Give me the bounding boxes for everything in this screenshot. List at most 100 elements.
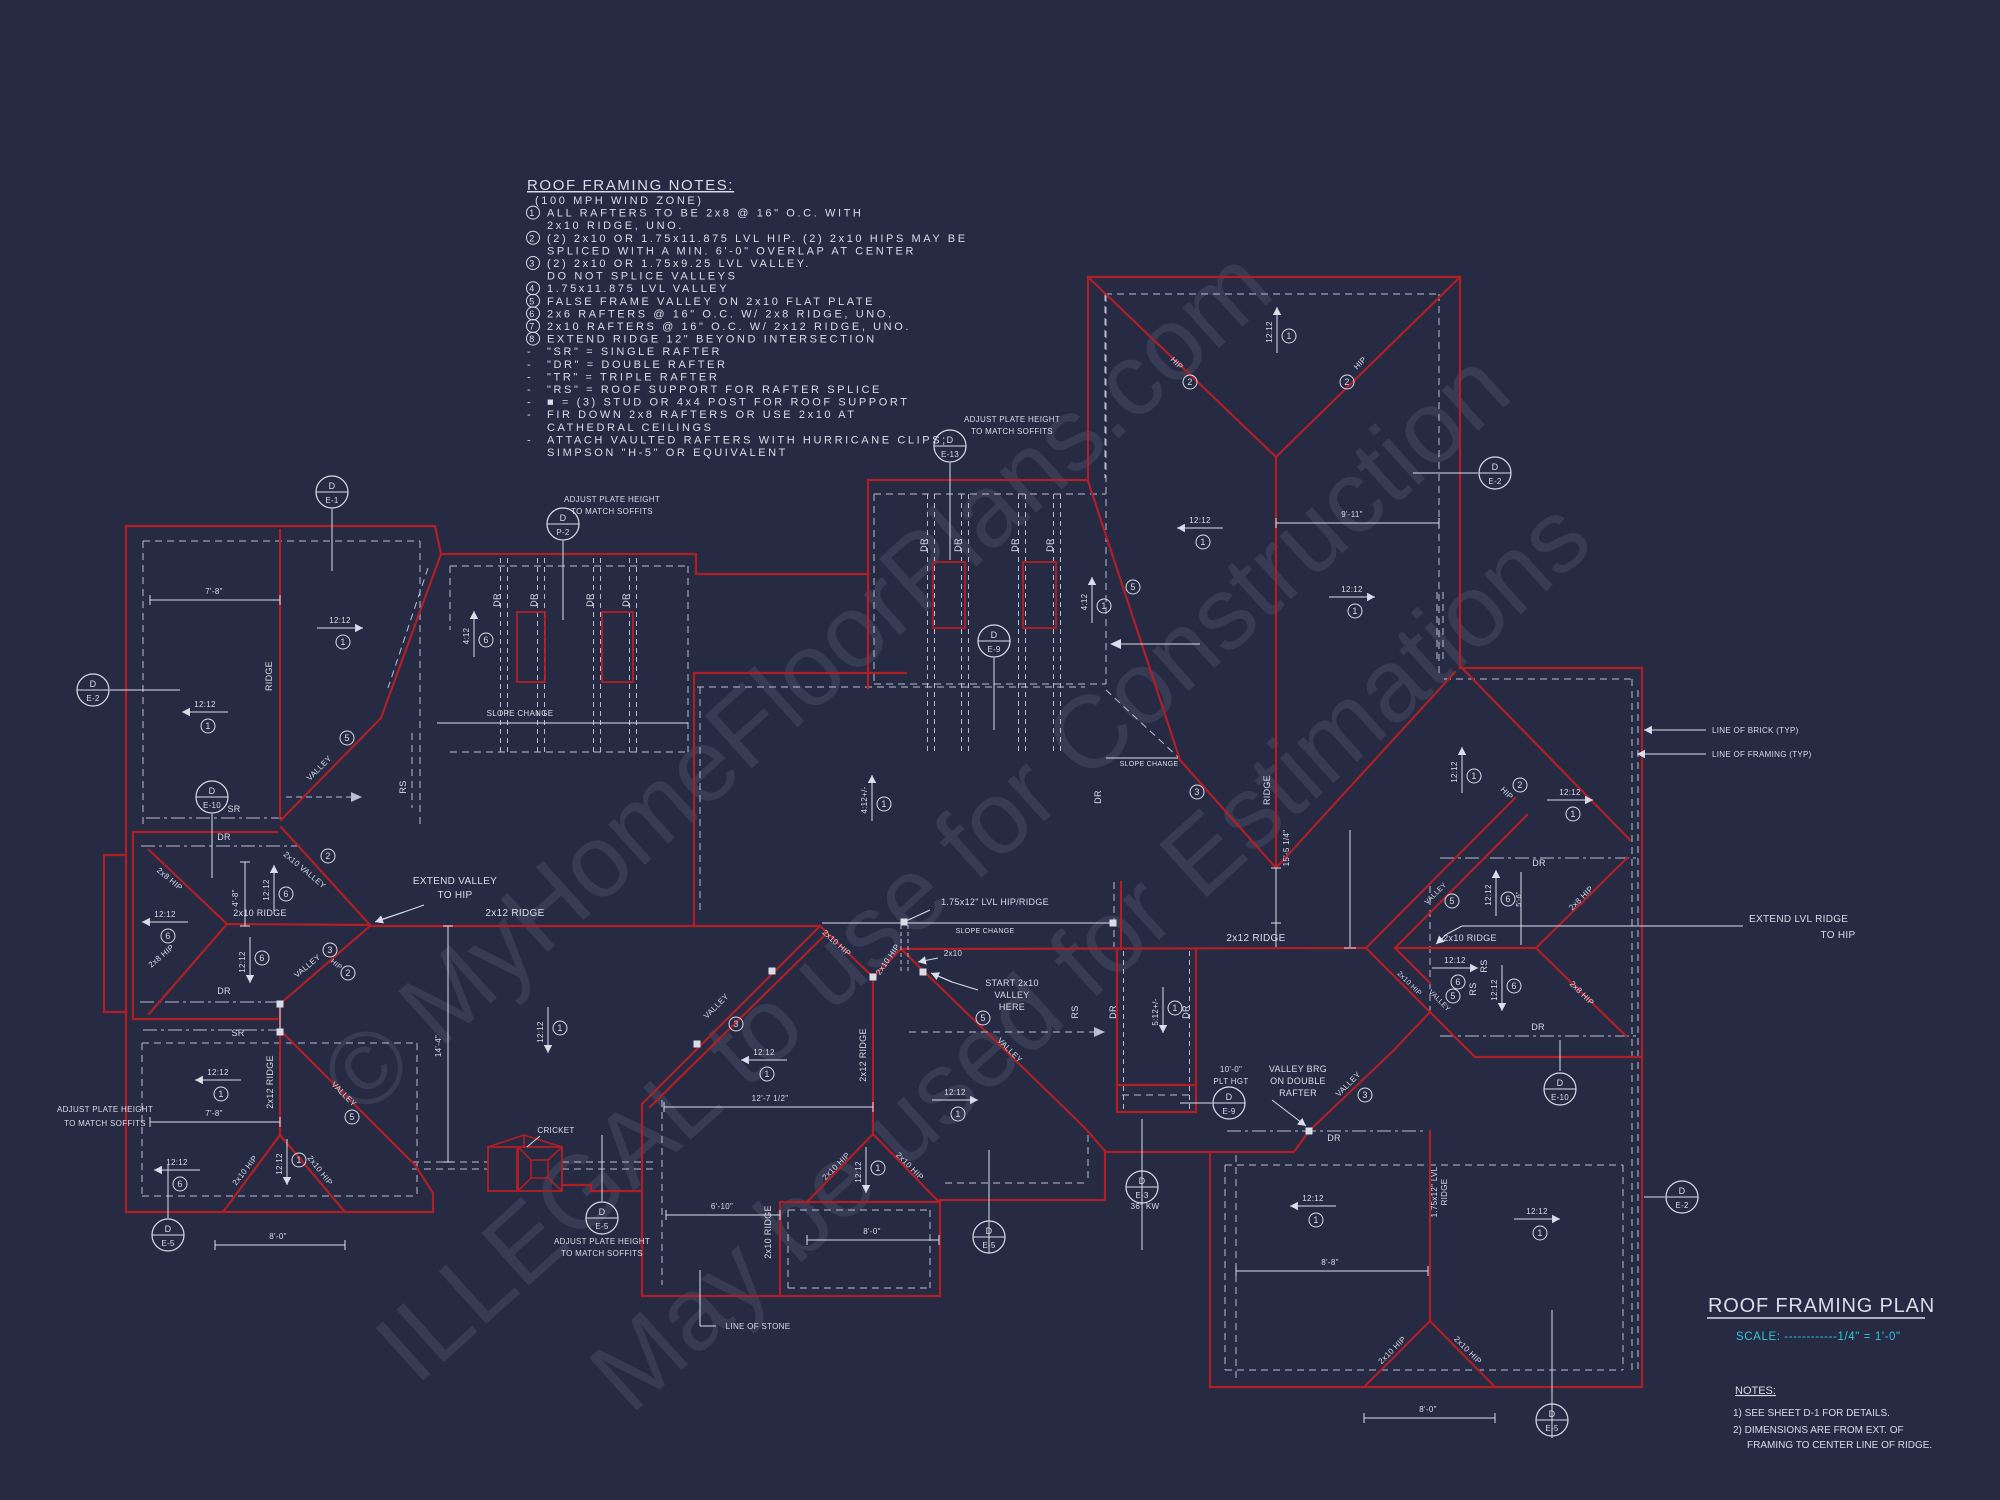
svg-text:2x6 RAFTERS @ 16" O.C. W/ 2x8: 2x6 RAFTERS @ 16" O.C. W/ 2x8 RIDGE, UNO… bbox=[547, 308, 894, 320]
svg-text:LINE OF BRICK (TYP): LINE OF BRICK (TYP) bbox=[1712, 726, 1799, 735]
svg-text:1: 1 bbox=[205, 721, 210, 731]
svg-text:D: D bbox=[329, 481, 336, 491]
svg-text:SR: SR bbox=[231, 1028, 244, 1038]
svg-text:3: 3 bbox=[327, 945, 332, 955]
svg-text:-: - bbox=[527, 397, 533, 409]
svg-text:■ = (3) STUD OR 4x4 POST FOR: ■ = (3) STUD OR 4x4 POST FOR ROOF SUPPOR… bbox=[547, 397, 910, 409]
svg-text:2x12 RIDGE: 2x12 RIDGE bbox=[1226, 933, 1285, 944]
svg-text:12:12: 12:12 bbox=[154, 910, 176, 919]
svg-text:4: 4 bbox=[529, 284, 537, 294]
svg-text:2: 2 bbox=[1344, 377, 1349, 387]
svg-text:6: 6 bbox=[259, 953, 264, 963]
svg-text:DR: DR bbox=[492, 593, 502, 607]
svg-text:5'-6": 5'-6" bbox=[1516, 891, 1523, 907]
svg-text:E-13: E-13 bbox=[941, 450, 959, 459]
svg-text:8'-0": 8'-0" bbox=[863, 1227, 880, 1236]
svg-text:5: 5 bbox=[349, 1112, 354, 1122]
svg-text:1: 1 bbox=[875, 1163, 880, 1173]
svg-text:E-5: E-5 bbox=[161, 1239, 175, 1248]
svg-text:ADJUST PLATE HEIGHT: ADJUST PLATE HEIGHT bbox=[964, 415, 1060, 424]
svg-text:3: 3 bbox=[1362, 1090, 1367, 1100]
svg-text:START 2x10: START 2x10 bbox=[985, 978, 1039, 988]
svg-text:1: 1 bbox=[557, 1023, 562, 1033]
svg-text:12'-7 1/2": 12'-7 1/2" bbox=[752, 1094, 789, 1103]
svg-text:5:12+/-: 5:12+/- bbox=[1151, 998, 1160, 1025]
svg-text:VALLEY: VALLEY bbox=[994, 990, 1029, 1000]
svg-text:12:12: 12:12 bbox=[1559, 788, 1581, 797]
svg-text:12:12: 12:12 bbox=[1450, 761, 1459, 783]
svg-text:1: 1 bbox=[764, 1069, 769, 1079]
svg-text:RIDGE: RIDGE bbox=[1440, 1179, 1449, 1206]
svg-text:"SR" = SINGLE RAFTER: "SR" = SINGLE RAFTER bbox=[547, 346, 722, 358]
svg-text:6: 6 bbox=[529, 309, 537, 319]
svg-text:1: 1 bbox=[1471, 771, 1476, 781]
svg-text:1: 1 bbox=[1537, 1228, 1542, 1238]
svg-text:ADJUST PLATE HEIGHT: ADJUST PLATE HEIGHT bbox=[57, 1105, 153, 1114]
svg-text:D: D bbox=[209, 786, 216, 796]
svg-text:E-2: E-2 bbox=[1488, 477, 1502, 486]
svg-text:12:12: 12:12 bbox=[207, 1068, 229, 1077]
svg-text:D: D bbox=[1557, 1078, 1564, 1088]
svg-text:6: 6 bbox=[483, 635, 488, 645]
svg-text:SLOPE CHANGE: SLOPE CHANGE bbox=[956, 928, 1015, 935]
svg-text:6: 6 bbox=[1455, 977, 1460, 987]
svg-text:12:12: 12:12 bbox=[275, 1153, 284, 1175]
svg-text:2x10: 2x10 bbox=[944, 949, 963, 958]
svg-text:E-2: E-2 bbox=[1675, 1201, 1689, 1210]
svg-text:5: 5 bbox=[980, 1013, 985, 1023]
svg-text:3: 3 bbox=[1194, 787, 1199, 797]
svg-text:DR: DR bbox=[621, 593, 631, 607]
svg-text:2x10 RIDGE: 2x10 RIDGE bbox=[233, 908, 287, 918]
svg-text:12:12: 12:12 bbox=[1265, 321, 1274, 343]
svg-text:E-9: E-9 bbox=[1222, 1107, 1236, 1116]
svg-text:2x12 RIDGE: 2x12 RIDGE bbox=[858, 1028, 868, 1082]
svg-text:TO MATCH SOFFITS: TO MATCH SOFFITS bbox=[971, 427, 1053, 436]
svg-text:2: 2 bbox=[529, 233, 537, 243]
svg-text:6: 6 bbox=[165, 931, 170, 941]
svg-text:DR: DR bbox=[1532, 858, 1546, 868]
svg-text:LINE OF FRAMING (TYP): LINE OF FRAMING (TYP) bbox=[1712, 750, 1812, 759]
svg-text:EXTEND VALLEY: EXTEND VALLEY bbox=[413, 876, 497, 887]
svg-text:1: 1 bbox=[1172, 1003, 1177, 1013]
svg-text:6'-10": 6'-10" bbox=[711, 1202, 733, 1211]
svg-text:E-5: E-5 bbox=[982, 1241, 996, 1250]
svg-text:D: D bbox=[986, 1226, 993, 1236]
svg-text:RIDGE: RIDGE bbox=[1262, 775, 1272, 805]
svg-text:TO MATCH SOFFITS: TO MATCH SOFFITS bbox=[571, 507, 653, 516]
svg-text:E-5: E-5 bbox=[1545, 1424, 1559, 1433]
svg-text:EXTEND LVL RIDGE: EXTEND LVL RIDGE bbox=[1749, 914, 1848, 925]
svg-text:7'-8": 7'-8" bbox=[205, 587, 222, 596]
svg-text:ALL RAFTERS TO BE 2x8 @ 16" O.: ALL RAFTERS TO BE 2x8 @ 16" O.C. WITH bbox=[547, 208, 863, 220]
svg-text:HERE: HERE bbox=[999, 1002, 1025, 1012]
svg-text:1: 1 bbox=[955, 1109, 960, 1119]
svg-text:1.75x12" LVL HIP/RIDGE: 1.75x12" LVL HIP/RIDGE bbox=[941, 897, 1049, 907]
svg-text:2x10 RIDGE: 2x10 RIDGE bbox=[763, 1205, 773, 1259]
svg-text:12:12: 12:12 bbox=[854, 1161, 863, 1183]
svg-text:PLT HGT: PLT HGT bbox=[1213, 1077, 1248, 1086]
svg-text:-: - bbox=[527, 346, 533, 358]
svg-text:DR: DR bbox=[953, 538, 963, 552]
svg-text:7'-8": 7'-8" bbox=[205, 1109, 222, 1118]
svg-text:DR: DR bbox=[1181, 1005, 1191, 1019]
svg-text:5: 5 bbox=[529, 296, 537, 306]
svg-text:2: 2 bbox=[1517, 780, 1522, 790]
svg-text:12:12: 12:12 bbox=[1302, 1194, 1324, 1203]
svg-text:12:12: 12:12 bbox=[166, 1158, 188, 1167]
svg-text:DR: DR bbox=[585, 593, 595, 607]
svg-text:2: 2 bbox=[1187, 377, 1192, 387]
svg-text:12:12: 12:12 bbox=[753, 1048, 775, 1057]
svg-text:15'-5 1/4": 15'-5 1/4" bbox=[1282, 830, 1291, 867]
svg-text:1: 1 bbox=[1286, 331, 1291, 341]
svg-text:VALLEY BRG: VALLEY BRG bbox=[1269, 1064, 1327, 1074]
svg-text:D: D bbox=[991, 630, 998, 640]
svg-text:NOTES:: NOTES: bbox=[1735, 1385, 1776, 1397]
svg-text:DR: DR bbox=[1093, 790, 1103, 804]
svg-text:12:12: 12:12 bbox=[944, 1088, 966, 1097]
svg-text:6: 6 bbox=[283, 889, 288, 899]
svg-text:ATTACH VAULTED RAFTERS WITH HU: ATTACH VAULTED RAFTERS WITH HURRICANE CL… bbox=[547, 434, 948, 446]
svg-text:2) DIMENSIONS ARE FROM EXT. O: 2) DIMENSIONS ARE FROM EXT. OF bbox=[1733, 1425, 1904, 1436]
svg-text:D: D bbox=[560, 513, 567, 523]
svg-text:2x12 RIDGE: 2x12 RIDGE bbox=[265, 1055, 275, 1109]
svg-text:1: 1 bbox=[529, 208, 537, 218]
svg-text:4'-8": 4'-8" bbox=[231, 889, 240, 906]
